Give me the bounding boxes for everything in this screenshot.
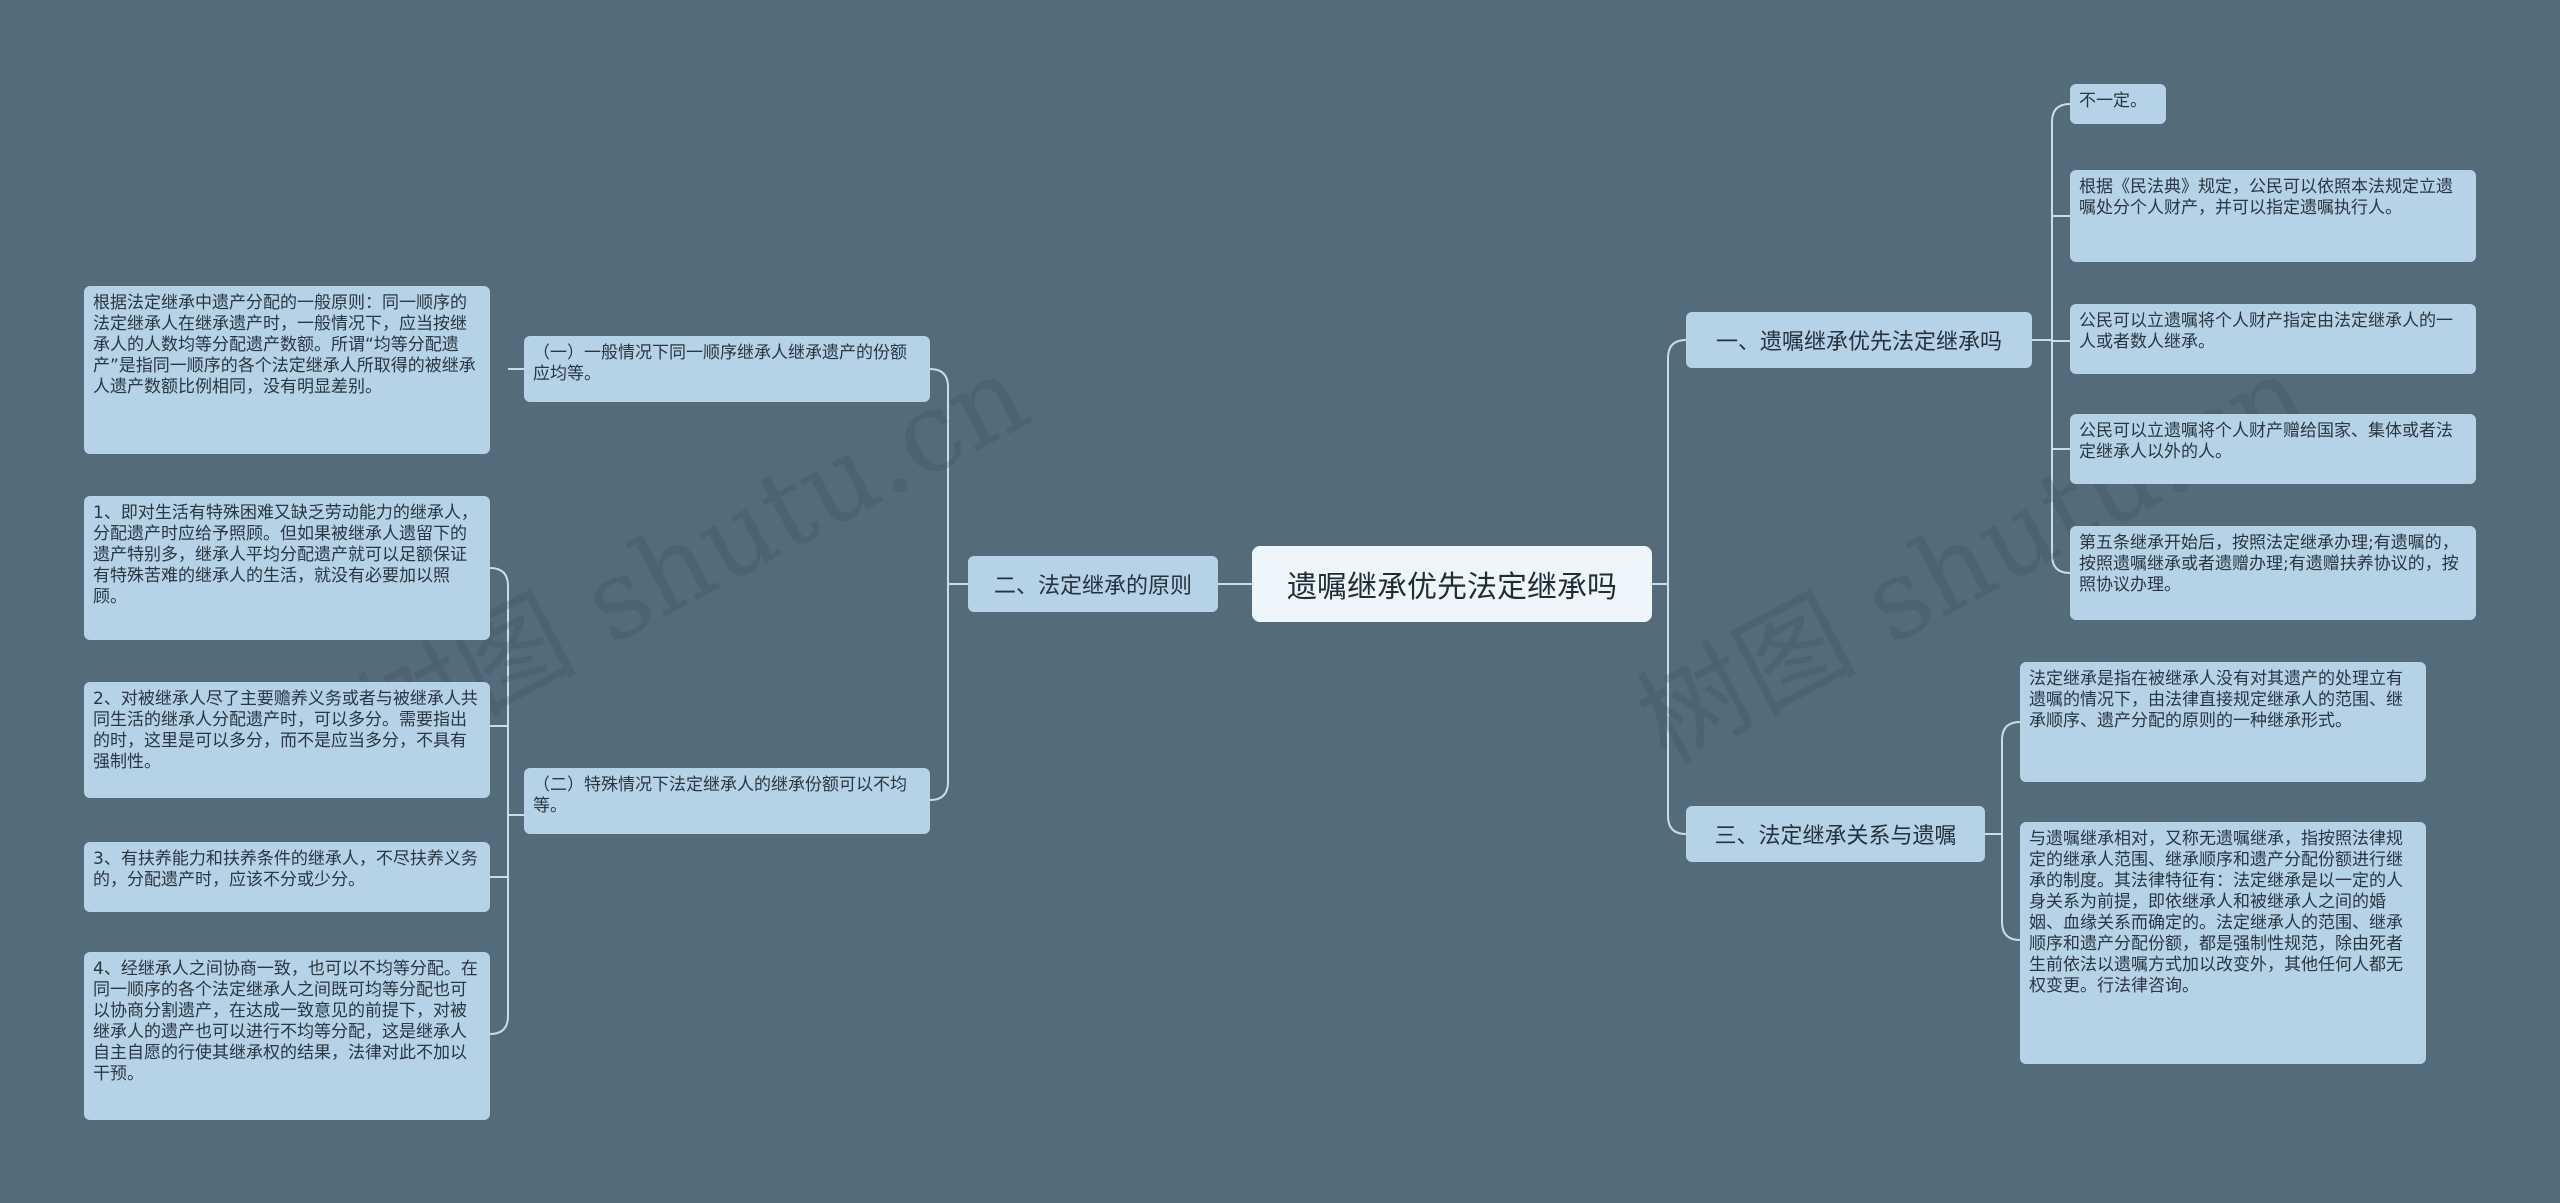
root-topic[interactable]: 遗嘱继承优先法定继承吗 [1252,546,1652,622]
leaf-agreement-unequal[interactable]: 4、经继承人之间协商一致，也可以不均等分配。在同一顺序的各个法定继承人之间既可均… [84,952,490,1120]
leaf-gift-outside[interactable]: 公民可以立遗嘱将个人财产赠给国家、集体或者法定继承人以外的人。 [2070,414,2476,484]
leaf-no-support-less[interactable]: 3、有扶养能力和扶养条件的继承人，不尽扶养义务的，分配遗产时，应该不分或少分。 [84,842,490,912]
leaf-support-more[interactable]: 2、对被继承人尽了主要赡养义务或者与被继承人共同生活的继承人分配遗产时，可以多分… [84,682,490,798]
sub-unequal-shares[interactable]: （二）特殊情况下法定继承人的继承份额可以不均等。 [524,768,930,834]
leaf-article-five[interactable]: 第五条继承开始后，按照法定继承办理;有遗嘱的，按照遗嘱继承或者遗赠办理;有遗赠扶… [2070,526,2476,620]
leaf-designate-heir[interactable]: 公民可以立遗嘱将个人财产指定由法定继承人的一人或者数人继承。 [2070,304,2476,374]
leaf-general-principle[interactable]: 根据法定继承中遗产分配的一般原则：同一顺序的法定继承人在继承遗产时，一般情况下，… [84,286,490,454]
branch-will-priority[interactable]: 一、遗嘱继承优先法定继承吗 [1686,312,2032,368]
sub-equal-shares[interactable]: （一）一般情况下同一顺序继承人继承遗产的份额应均等。 [524,336,930,402]
leaf-legal-features[interactable]: 与遗嘱继承相对，又称无遗嘱继承，指按照法律规定的继承人范围、继承顺序和遗产分配份… [2020,822,2426,1064]
leaf-special-hardship[interactable]: 1、即对生活有特殊困难又缺乏劳动能力的继承人，分配遗产时应给予照顾。但如果被继承… [84,496,490,640]
branch-legal-principles[interactable]: 二、法定继承的原则 [968,556,1218,612]
branch-legal-vs-will[interactable]: 三、法定继承关系与遗嘱 [1686,806,1985,862]
leaf-legal-definition[interactable]: 法定继承是指在被继承人没有对其遗产的处理立有遗嘱的情况下，由法律直接规定继承人的… [2020,662,2426,782]
leaf-not-necessarily[interactable]: 不一定。 [2070,84,2166,124]
leaf-civil-code[interactable]: 根据《民法典》规定，公民可以依照本法规定立遗嘱处分个人财产，并可以指定遗嘱执行人… [2070,170,2476,262]
